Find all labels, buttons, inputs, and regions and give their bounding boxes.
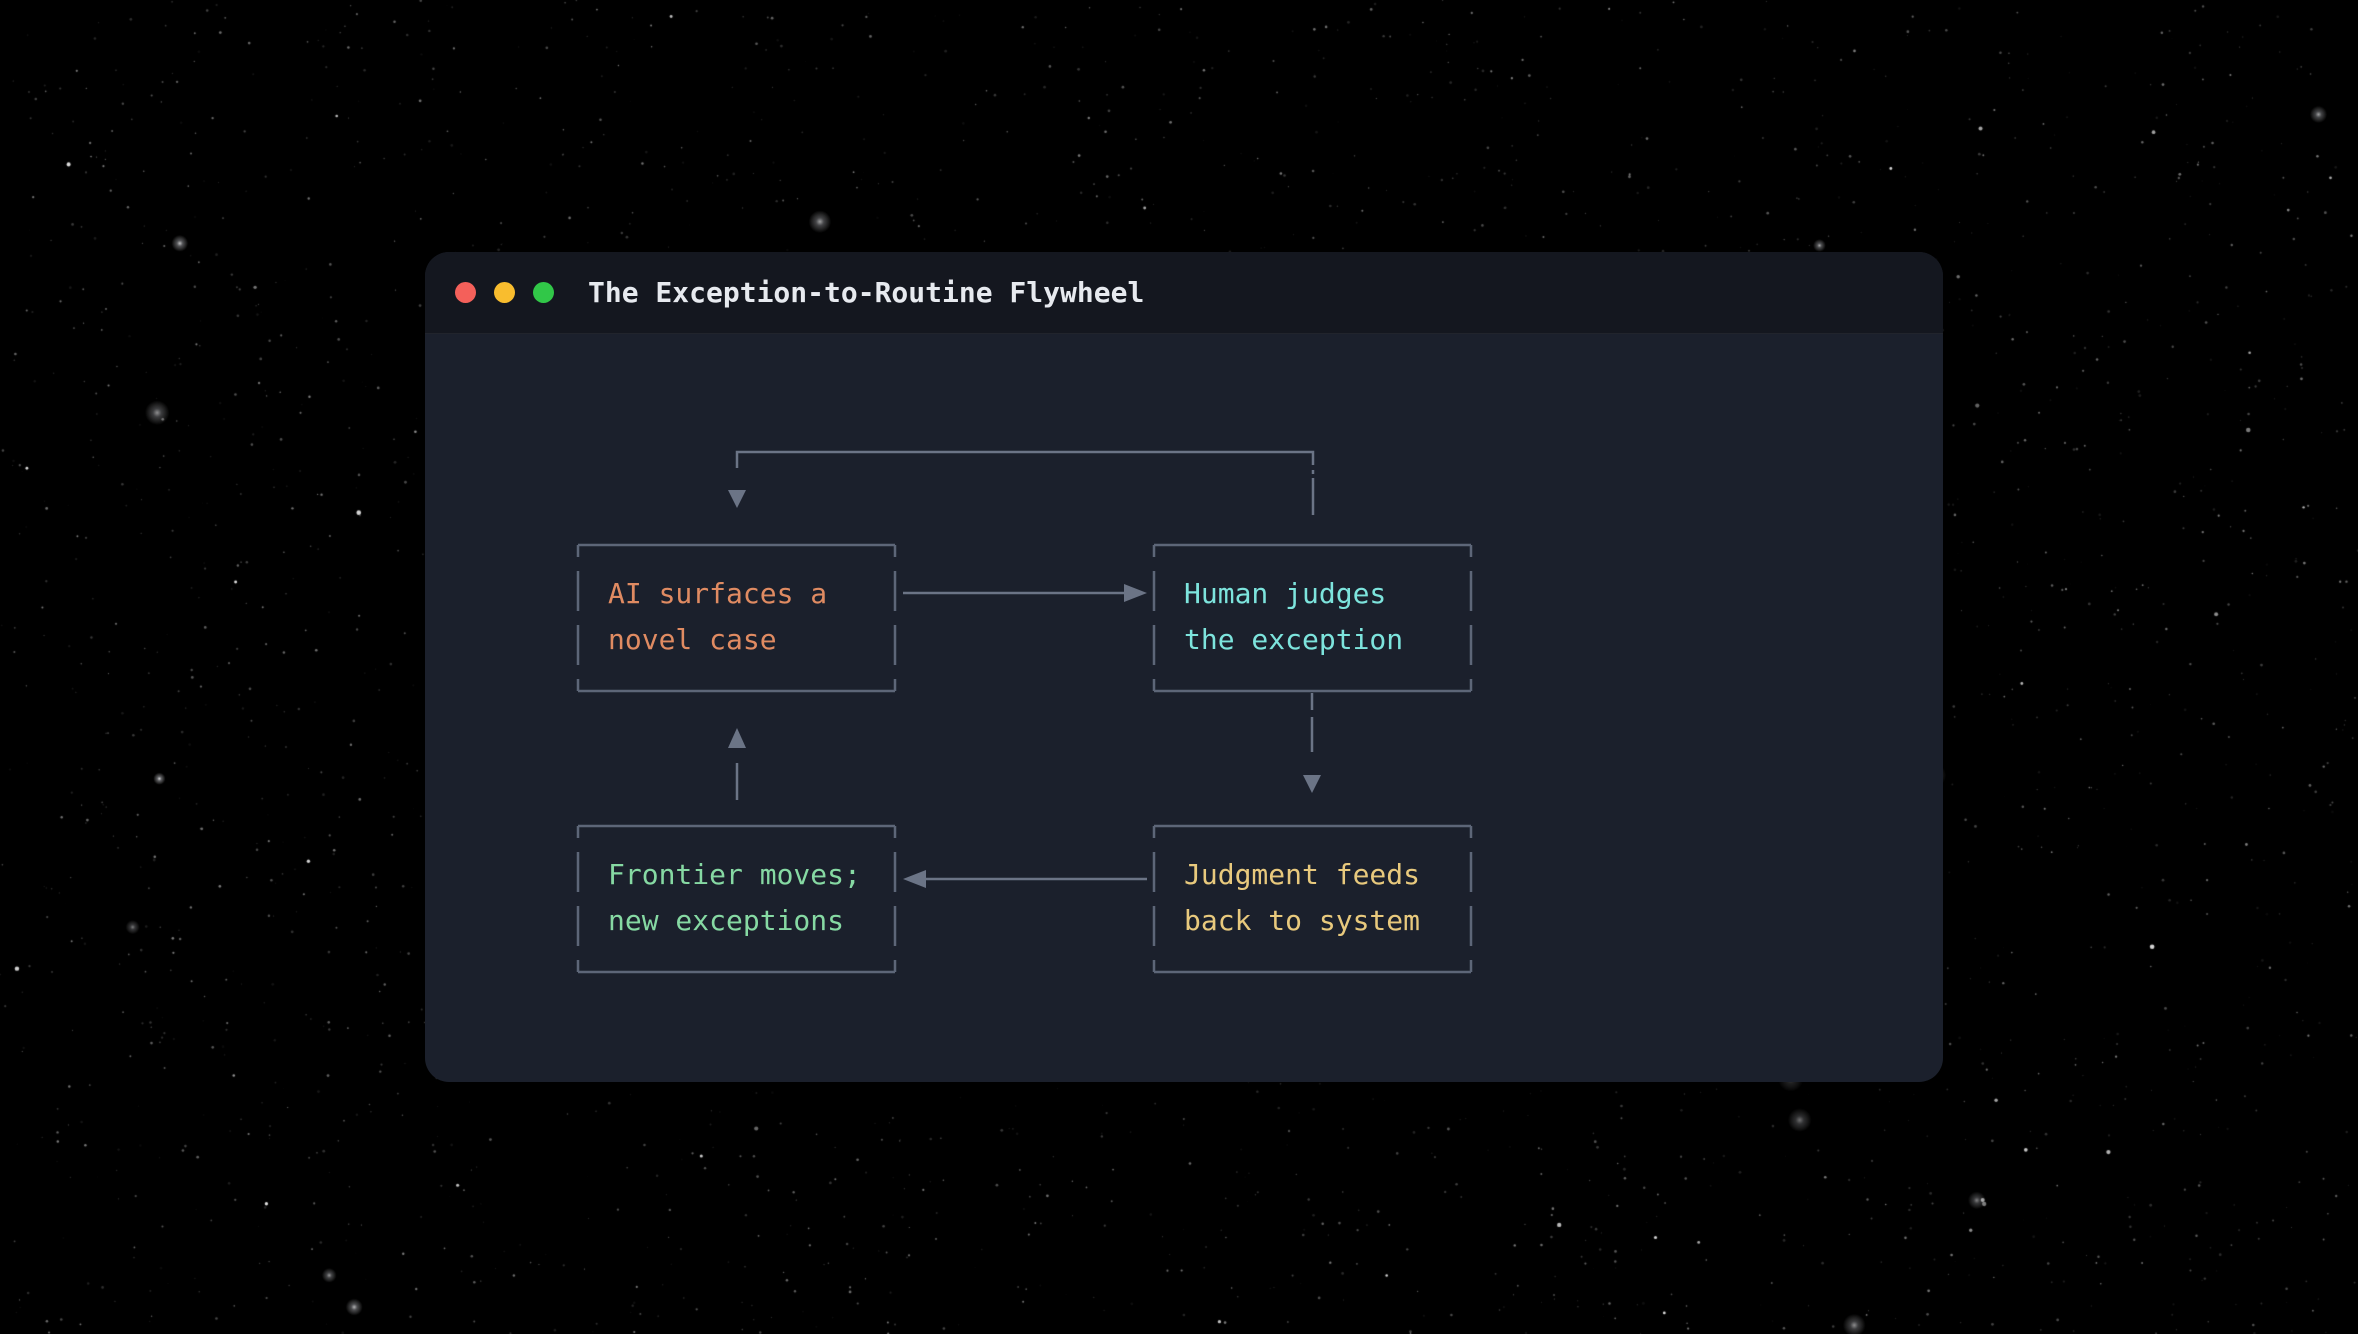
node-human-judges: Human judges the exception	[1184, 577, 1404, 656]
node-box-ai	[576, 543, 897, 693]
window-titlebar[interactable]: The Exception-to-Routine Flywheel	[425, 252, 1943, 334]
arrow-judgment-to-frontier	[903, 870, 1147, 888]
arrow-human-to-judgment	[1303, 693, 1321, 793]
node-box-human	[1152, 543, 1473, 693]
node-ai-surfaces: AI surfaces a novel case	[608, 577, 828, 656]
zoom-button[interactable]	[533, 282, 554, 303]
minimize-button[interactable]	[494, 282, 515, 303]
node-frontier-moves: Frontier moves; new exceptions	[608, 858, 861, 937]
diagram-canvas: AI surfaces a novel case Human judges th…	[425, 334, 1943, 1082]
traffic-lights	[455, 282, 554, 303]
arrow-top-loop	[728, 450, 1315, 515]
close-button[interactable]	[455, 282, 476, 303]
app-window: The Exception-to-Routine Flywheel	[425, 252, 1943, 1082]
node-judgment-feeds: Judgment feeds back to system	[1184, 858, 1421, 937]
node-box-judgment	[1152, 824, 1473, 974]
diagram-connectors	[576, 450, 1473, 974]
arrow-frontier-to-ai	[728, 728, 746, 800]
arrow-ai-to-human	[903, 584, 1147, 602]
node-box-frontier	[576, 824, 897, 974]
window-title: The Exception-to-Routine Flywheel	[588, 276, 1145, 309]
